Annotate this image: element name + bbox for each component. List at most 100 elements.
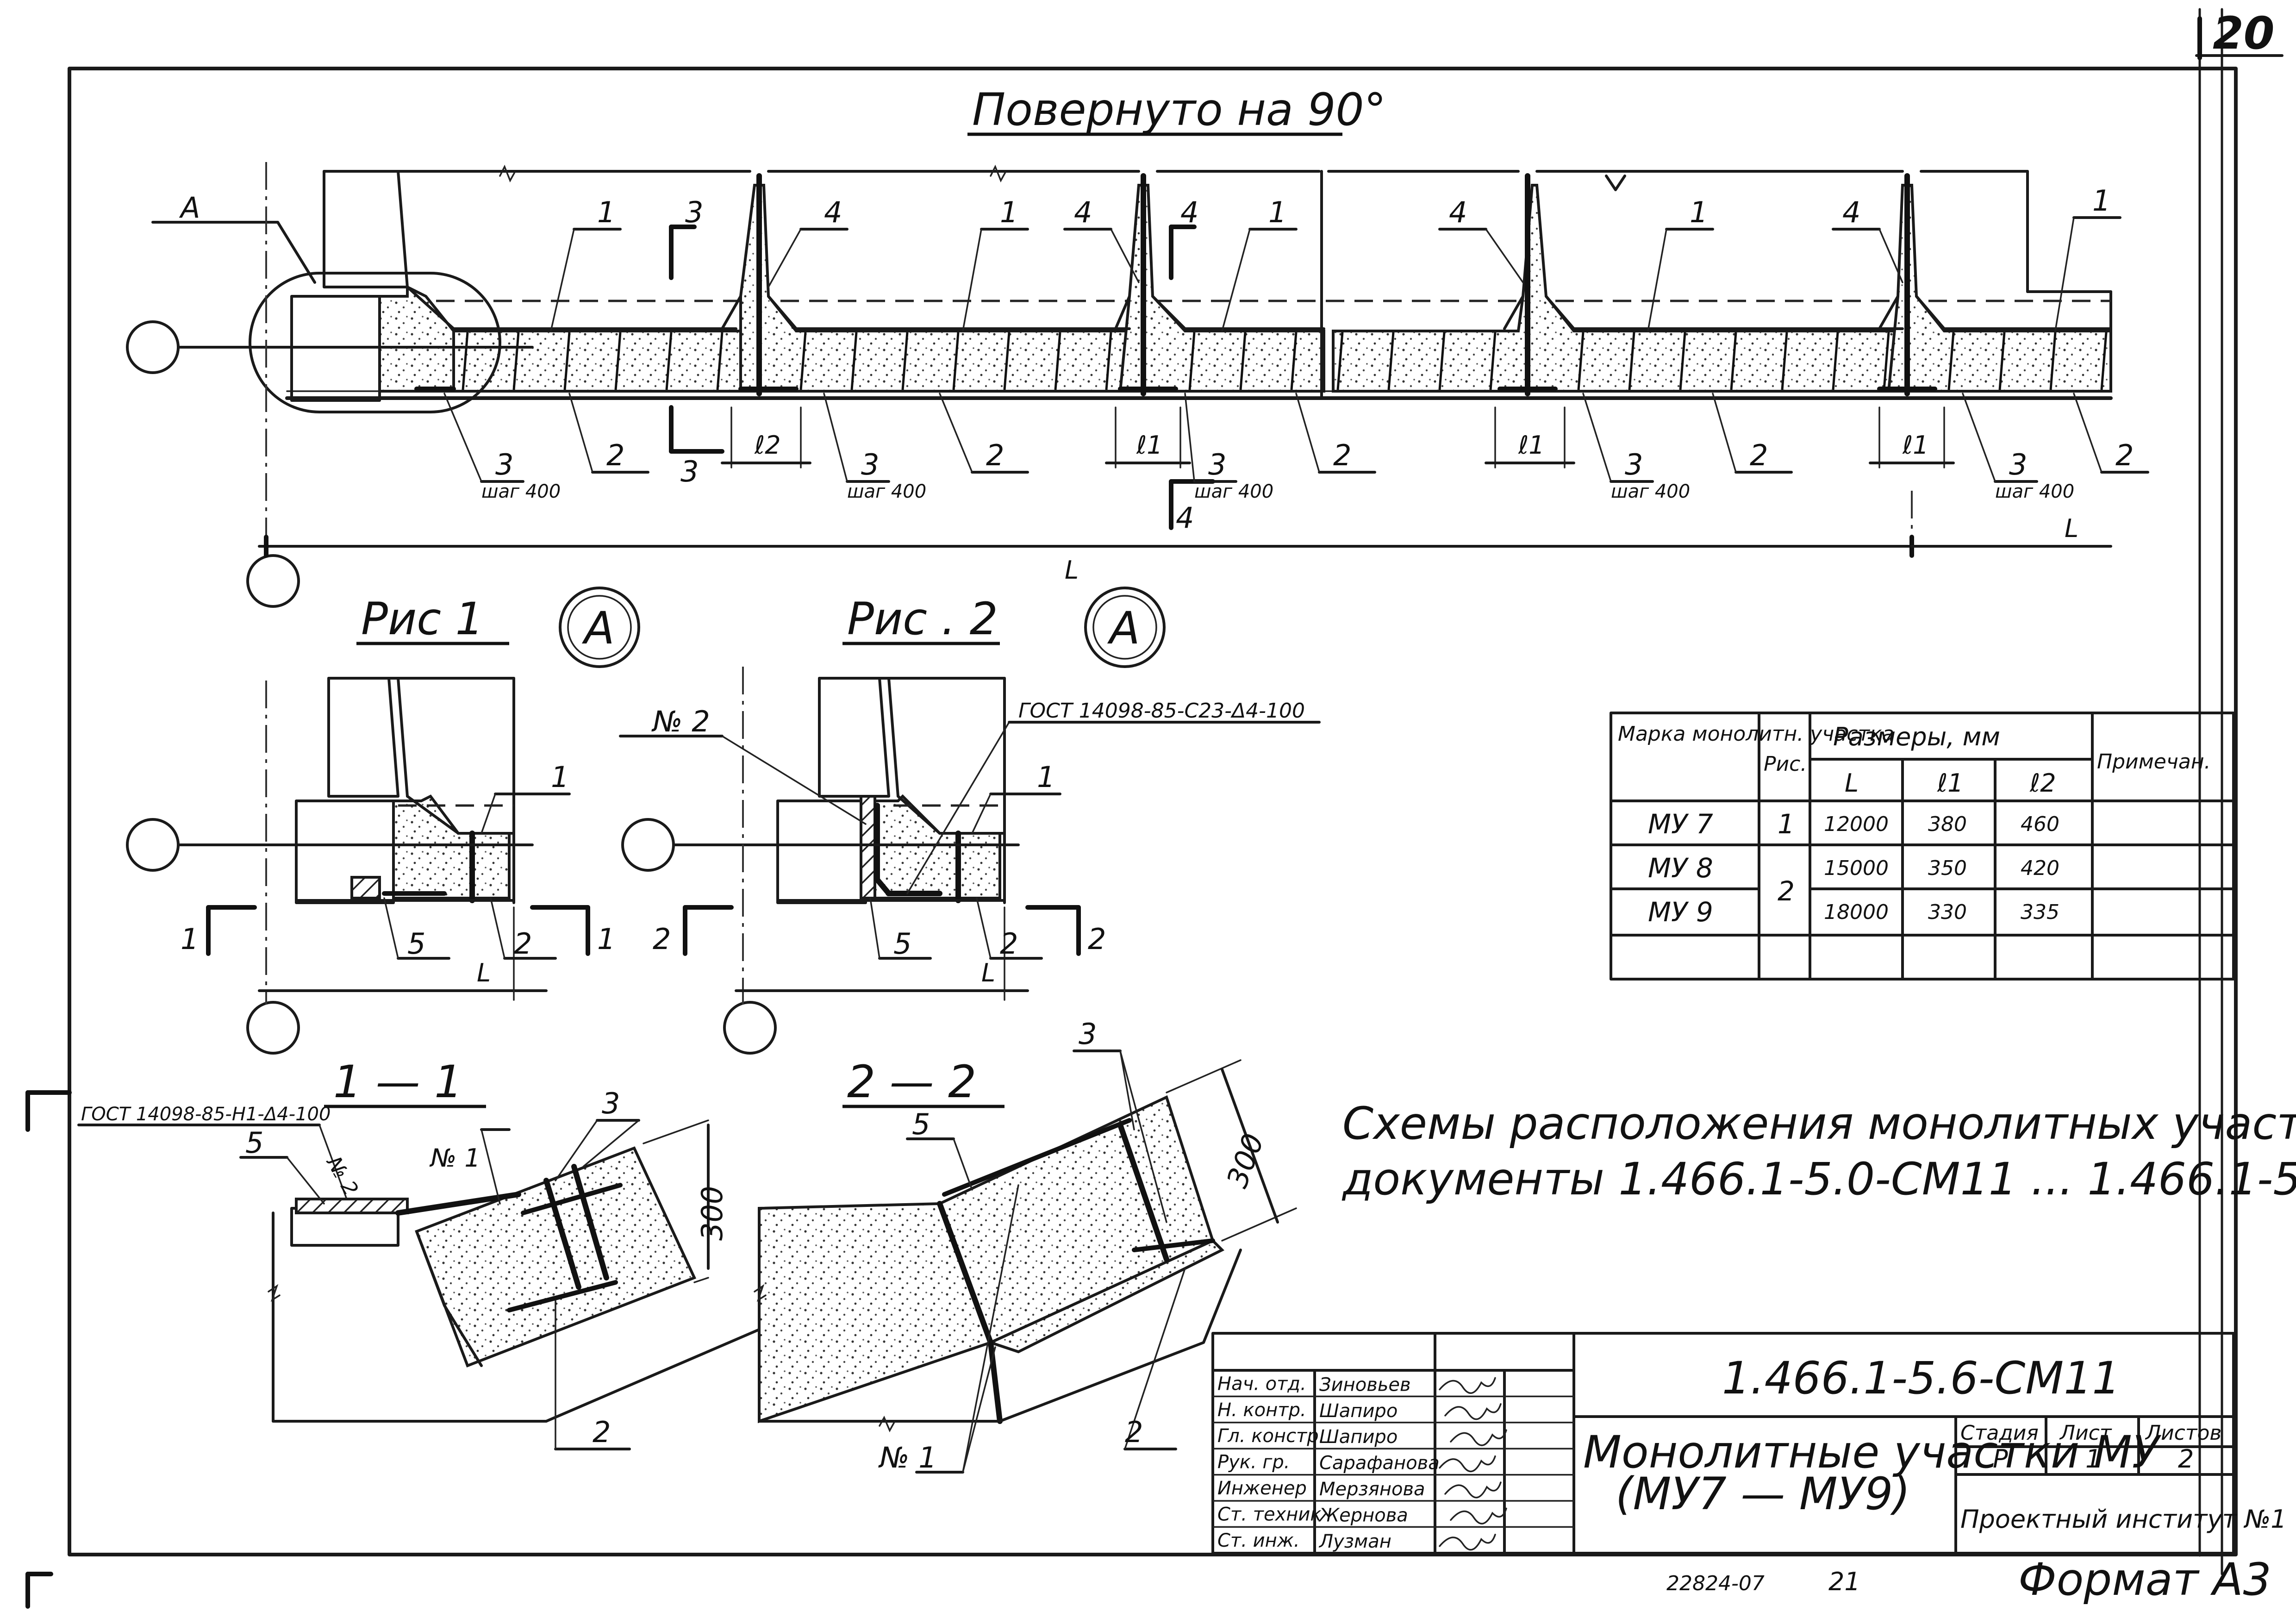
table-col-sizes: Размеры, мм	[1833, 722, 2000, 751]
signature-name: Лузман	[1318, 1531, 1391, 1552]
rebar-bar	[1947, 332, 1955, 390]
section-11-title: 1 — 1	[333, 1056, 462, 1108]
sheets-value: 2	[2178, 1444, 2194, 1474]
table-col-l2: ℓ2	[2029, 768, 2056, 798]
pos-4: 4	[1842, 195, 1860, 229]
note-line1: Схемы расположения монолитных участков с…	[1342, 1098, 2296, 1149]
row-l1: 330	[1928, 900, 1967, 924]
position-leaders	[443, 216, 2149, 483]
pos-2: 2	[986, 438, 1004, 472]
row-fig: 2	[1778, 875, 1795, 907]
step-label: шаг 400	[481, 481, 561, 502]
dim-l1: ℓ1	[1136, 431, 1163, 460]
note-line2: документы 1.466.1-5.0-СМ11 ... 1.466.1-5…	[1341, 1153, 2296, 1205]
rebar-bar	[901, 332, 909, 390]
pos-2: 2	[1750, 438, 1768, 472]
section-11-pos5: 5	[245, 1126, 263, 1160]
dim-l2: ℓ2	[754, 431, 781, 460]
sheet-frame	[25, 8, 2284, 1609]
rebar-bar	[614, 332, 622, 390]
pos-2: 2	[606, 438, 624, 472]
row-l2: 420	[2021, 856, 2059, 880]
section-22-pos5: 5	[912, 1107, 930, 1141]
step-label: шаг 400	[847, 481, 926, 502]
table-rows: МУ 7 1 12000 380 460 МУ 8 2 15000 350 42…	[1648, 808, 2059, 928]
rebar-bar	[563, 332, 571, 390]
fig2-pos5: 5	[893, 927, 911, 961]
fig1-title: Рис 1	[361, 593, 484, 645]
pos-3: 3	[1208, 448, 1226, 481]
rebar-bar	[799, 332, 807, 390]
axis-bubble	[246, 1001, 300, 1055]
inventory-number: 22824-07	[1666, 1572, 1765, 1595]
rebar-bar	[2049, 332, 2057, 390]
rebar-bar	[1679, 332, 1686, 390]
rebar-bar	[462, 332, 469, 390]
rebar-bar	[1290, 332, 1298, 390]
rebar-bar	[850, 332, 858, 390]
detail-a-bubble-inner	[1092, 595, 1157, 660]
section-22-pos3: 3	[1079, 1017, 1097, 1051]
rebar-bar	[1489, 332, 1497, 390]
rebar-bar	[1003, 332, 1011, 390]
signature-role: Н. контр.	[1217, 1399, 1306, 1421]
section-11-drawing	[239, 1119, 881, 1450]
sheet-number: 20	[2213, 7, 2275, 59]
dim-L: L	[1065, 556, 1079, 585]
institute: Проектный институт №1	[1960, 1505, 2287, 1534]
axis-bubble	[621, 818, 675, 872]
signature-name: Сарафанова	[1319, 1453, 1440, 1474]
title-block	[1211, 1332, 2235, 1555]
section-22-pos2: 2	[1125, 1415, 1143, 1449]
rebar-bar	[1336, 332, 1344, 390]
rebar-bar	[1054, 332, 1061, 390]
signature-name: Мерзянова	[1319, 1479, 1425, 1500]
row-L: 18000	[1824, 900, 1889, 924]
pos-4: 4	[1074, 195, 1092, 229]
row-L: 12000	[1824, 812, 1889, 836]
dim-l1: ℓ1	[1518, 431, 1545, 460]
title-line2: (МУ7 — МУ9)	[1616, 1468, 1910, 1520]
rebar-bar	[1577, 332, 1585, 390]
signature-scribble	[1439, 1377, 1496, 1394]
dim-l1: ℓ1	[1902, 431, 1929, 460]
section-22-title: 2 — 2	[847, 1056, 976, 1108]
row-l2: 335	[2021, 900, 2059, 924]
section-11-pos2: 2	[593, 1415, 611, 1449]
rebar-bar	[512, 332, 520, 390]
axis-bubble	[246, 554, 300, 608]
main-elevation	[126, 162, 2113, 608]
title-line1: Монолитные участки МУ	[1583, 1426, 2162, 1478]
fig1-dim-L: L	[477, 958, 491, 987]
row-mark: МУ 7	[1648, 808, 1713, 840]
rebar-bar	[1998, 332, 2006, 390]
pos-2: 2	[1333, 438, 1351, 472]
signature-scribble	[1450, 1429, 1507, 1446]
signature-role: Инженер	[1217, 1478, 1307, 1499]
signature-scribble	[1439, 1455, 1496, 1473]
signature-scribble	[1444, 1481, 1502, 1499]
section-mark-3: 3	[685, 195, 703, 229]
signature-name: Шапиро	[1319, 1400, 1398, 1422]
title-code: 1.466.1-5.6-СМ11	[1722, 1352, 2120, 1404]
rebar-bar	[1105, 332, 1112, 390]
table-col-mark: Марка монолитн. участка	[1618, 722, 1895, 746]
sheet-value: 1	[2085, 1444, 2101, 1474]
sheet-header: Лист	[2059, 1421, 2112, 1445]
section-11-n1: № 1	[429, 1143, 480, 1173]
dimension-table	[1610, 712, 2235, 981]
table-col-l1: ℓ1	[1937, 768, 1964, 798]
fig2-n2: № 2	[651, 705, 710, 738]
signature-role: Ст. инж.	[1217, 1530, 1300, 1551]
pos-2: 2	[2115, 438, 2134, 472]
signature-scribble	[1450, 1507, 1507, 1524]
signature-scribble	[1439, 1534, 1496, 1551]
sheets-header: Листов	[2145, 1421, 2221, 1445]
section-22-n1: № 1	[878, 1441, 937, 1474]
fig1-cut-1: 1	[597, 922, 615, 956]
pos-3: 3	[495, 448, 513, 481]
rebar-bar	[952, 332, 960, 390]
section-mark-4: 4	[1176, 501, 1194, 535]
row-l2: 460	[2021, 812, 2059, 836]
section-mark-3: 3	[680, 455, 699, 488]
